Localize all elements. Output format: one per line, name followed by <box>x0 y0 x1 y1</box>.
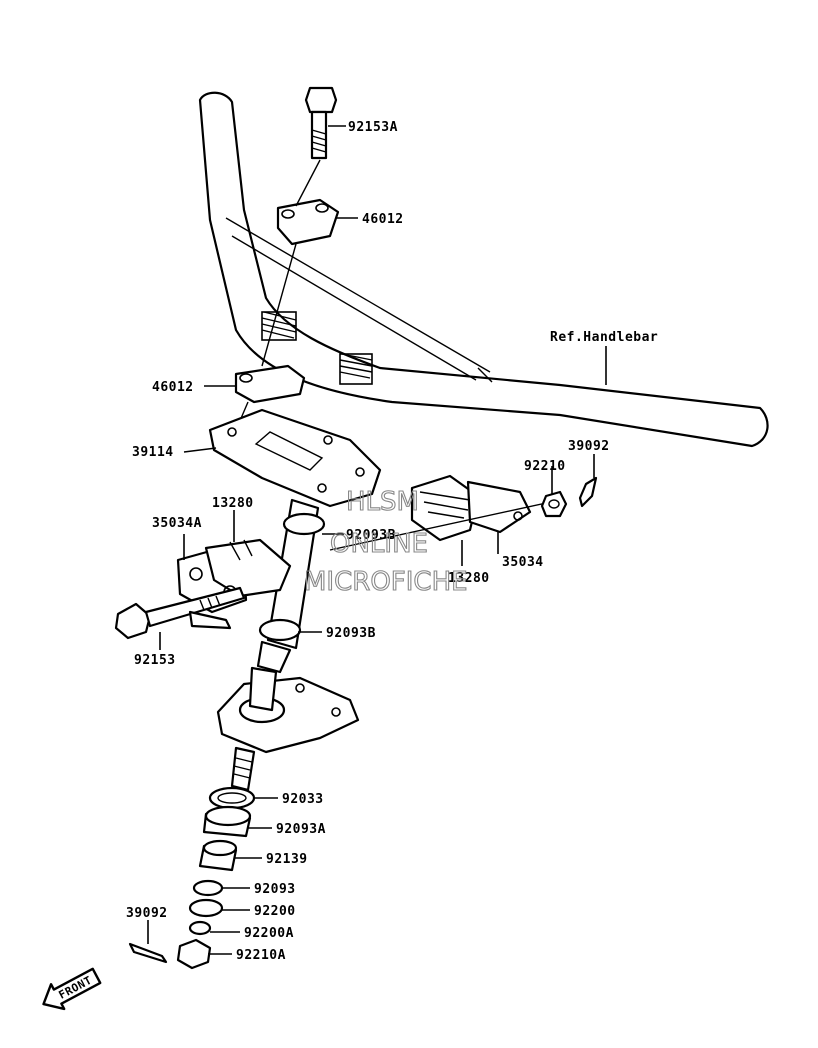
holder-upper-46012 <box>276 198 340 246</box>
cotter-pin-39092-lower <box>128 942 168 964</box>
watermark-line-3: MICROFICHE <box>304 567 468 597</box>
label-92153A: 92153A <box>348 120 398 135</box>
label-92210: 92210 <box>524 459 566 474</box>
plate-39114 <box>208 408 382 508</box>
watermark-line-2: ONLINE <box>330 529 428 559</box>
label-35034A: 35034A <box>152 516 202 531</box>
label-92139: 92139 <box>266 852 308 867</box>
watermark-line-1: HLSM <box>346 487 419 517</box>
steering-shaft <box>256 498 326 674</box>
tie-rod-left <box>176 538 292 614</box>
label-92093: 92093 <box>254 882 296 897</box>
lower-spindle <box>230 746 256 792</box>
label-ref-handlebar: Ref.Handlebar <box>550 330 658 345</box>
label-92200A: 92200A <box>244 926 294 941</box>
label-92210A: 92210A <box>236 948 286 963</box>
label-92093A: 92093A <box>276 822 326 837</box>
tie-rod-axis <box>329 499 561 551</box>
label-92093B-upper: 92093B <box>346 528 396 543</box>
label-13280-right: 13280 <box>448 571 490 586</box>
label-46012-lower: 46012 <box>152 380 194 395</box>
washer-92093 <box>192 879 224 897</box>
washer-92200A <box>188 920 212 936</box>
label-13280-left: 13280 <box>212 496 254 511</box>
cotter-pin-39092-upper <box>578 476 598 508</box>
watermark: HLSM ONLINE MICROFICHE <box>303 486 468 597</box>
handlebar-knurl-right <box>339 353 373 385</box>
leader-lines <box>147 125 607 955</box>
bolt-92153A <box>304 86 338 160</box>
holder-lower-46012 <box>234 364 306 404</box>
label-92153: 92153 <box>134 653 176 668</box>
tie-rod-right <box>410 474 532 542</box>
label-92093B-lower: 92093B <box>326 626 376 641</box>
nut-92210A <box>176 938 212 970</box>
handlebar-knurl-left <box>261 311 297 341</box>
front-arrow-shape <box>42 967 102 1011</box>
label-35034: 35034 <box>502 555 544 570</box>
bushing-92093A <box>202 805 252 838</box>
nut-92210 <box>540 490 568 518</box>
label-39092-upper: 39092 <box>568 439 610 454</box>
label-39092-lower: 39092 <box>126 906 168 921</box>
pivot-plate <box>216 666 360 754</box>
label-92033: 92033 <box>282 792 324 807</box>
label-92200: 92200 <box>254 904 296 919</box>
cotter-pin-left <box>188 610 232 630</box>
collar-92139 <box>198 839 238 872</box>
front-arrow: FRONT <box>42 967 102 1011</box>
label-46012-upper: 46012 <box>362 212 404 227</box>
bolt-92153 <box>114 586 246 640</box>
label-39114: 39114 <box>132 445 174 460</box>
washer-92200 <box>188 898 224 918</box>
washer-92033 <box>208 786 256 810</box>
